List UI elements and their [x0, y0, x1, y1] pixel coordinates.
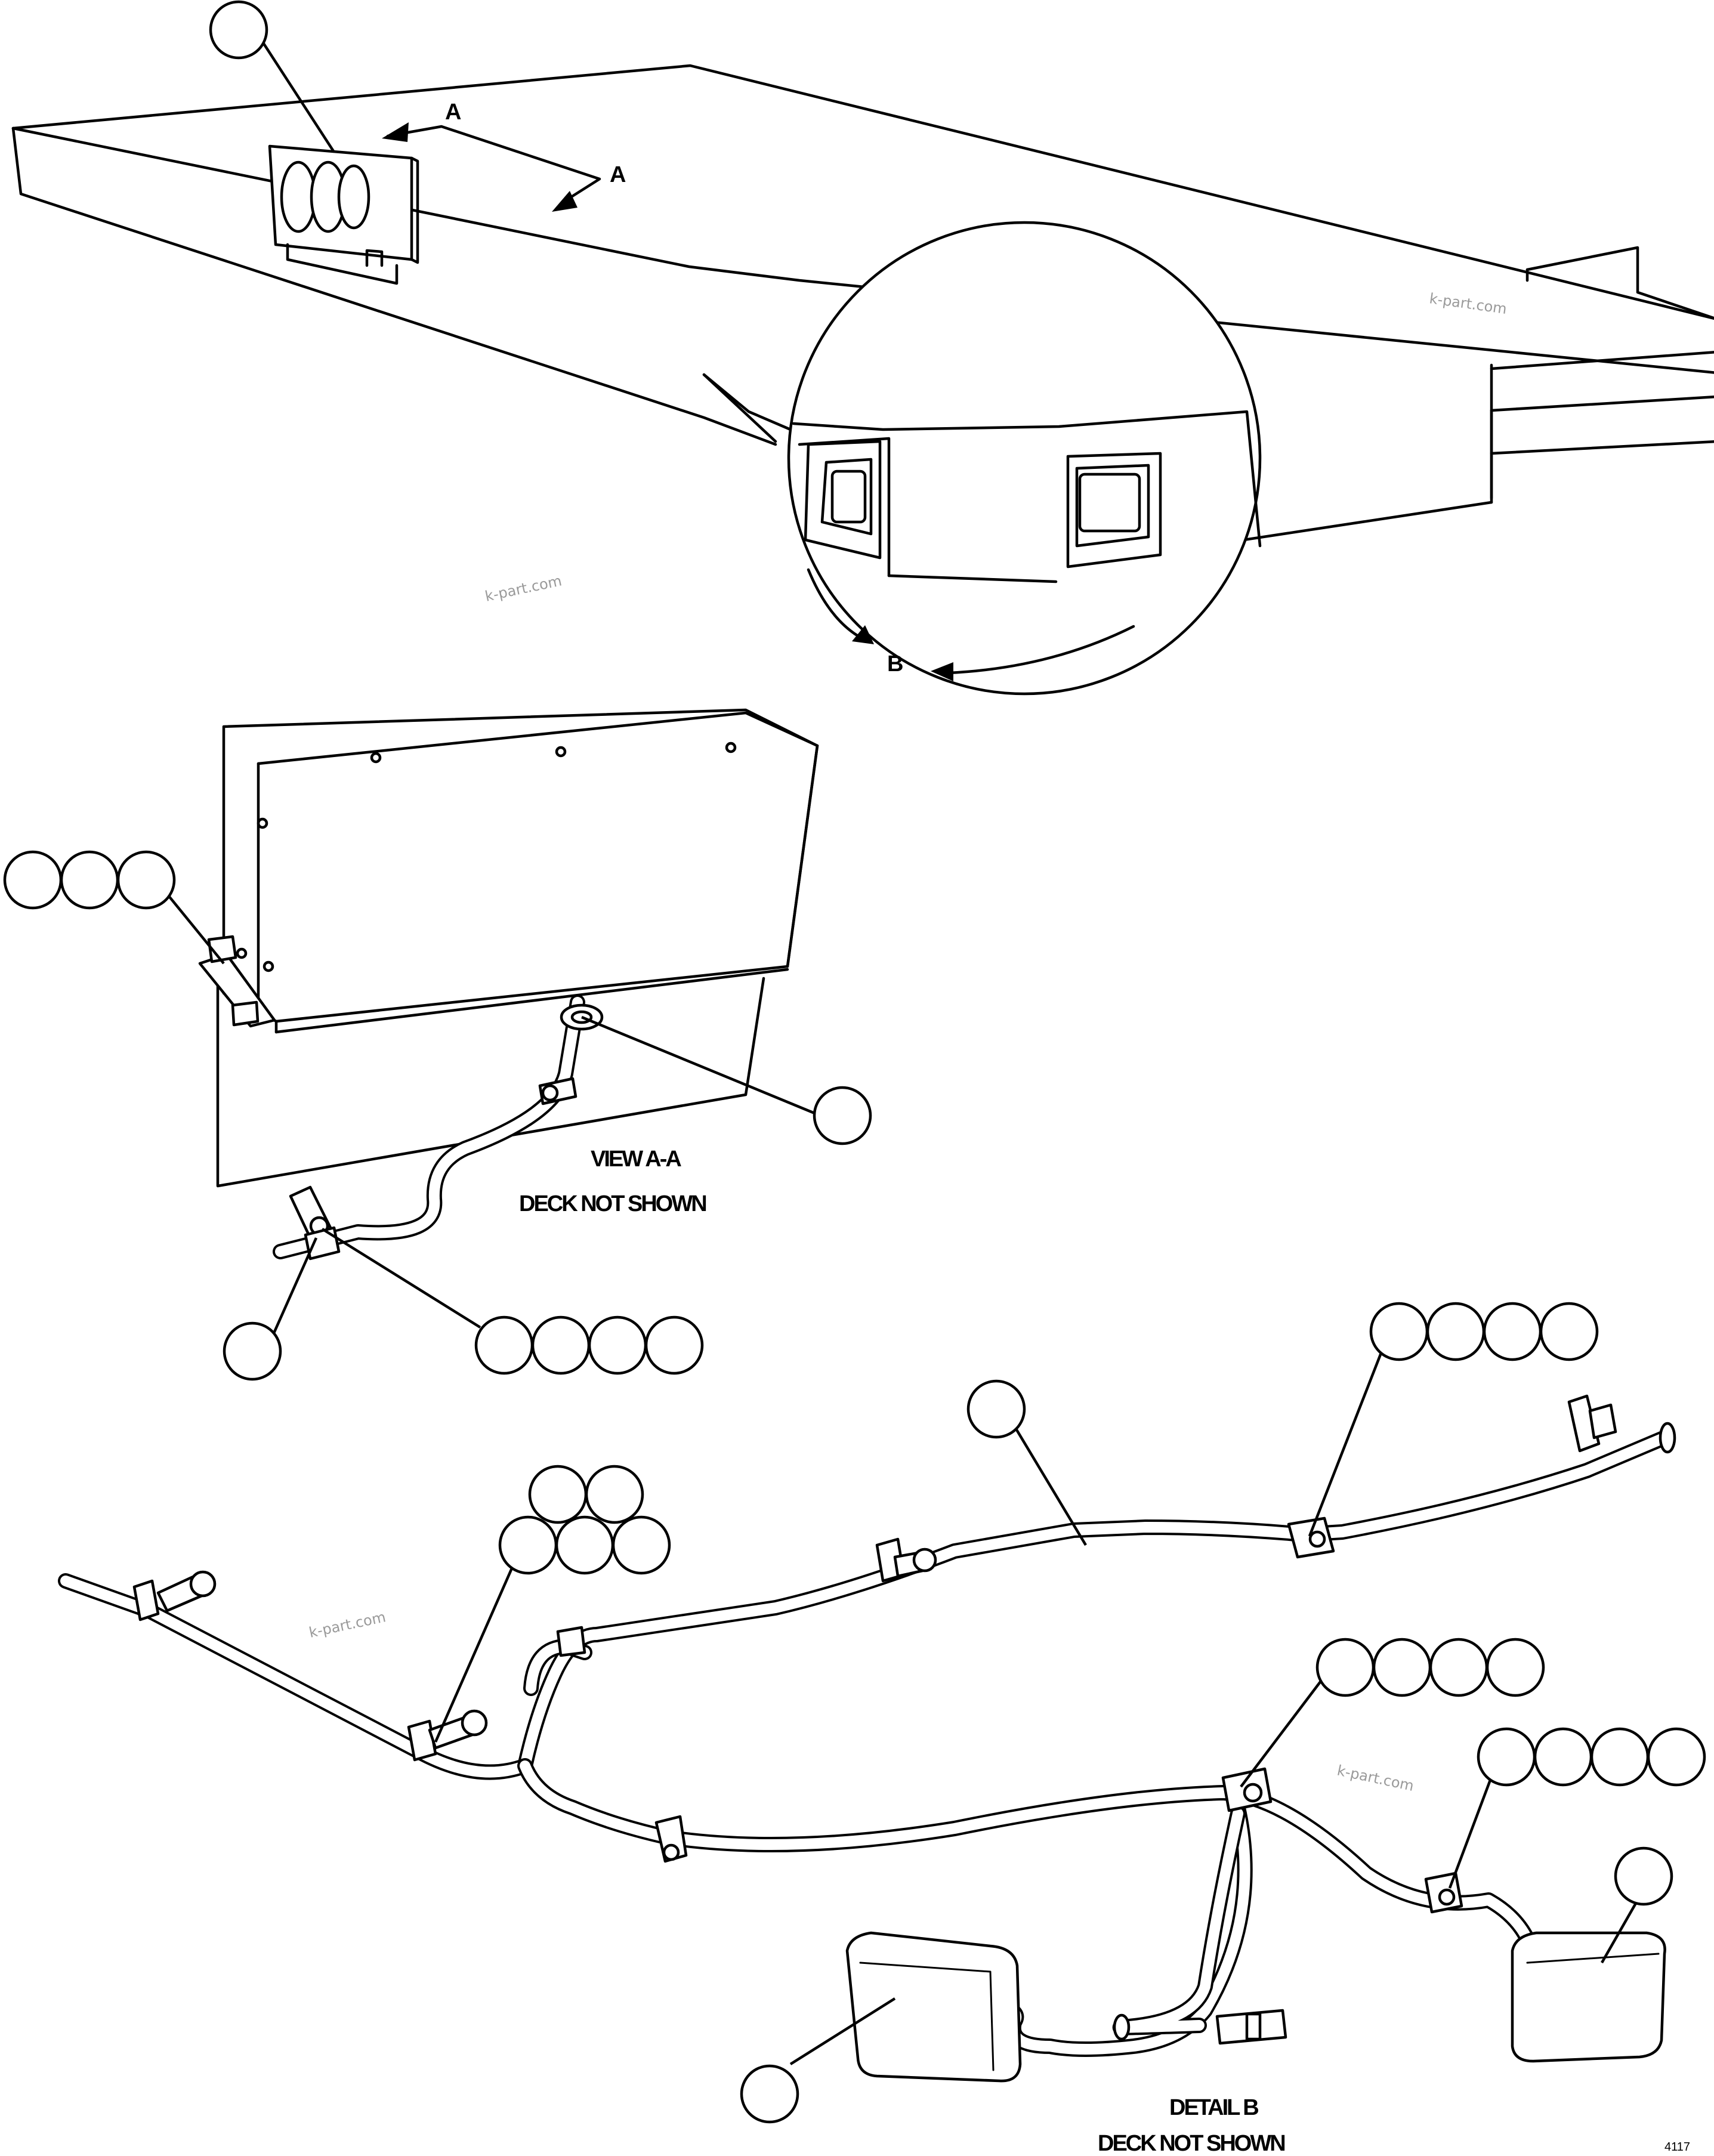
callout-balloon: [3, 850, 63, 910]
detail-b-label: B: [887, 651, 903, 677]
detail-b-title: DETAIL B: [1169, 2095, 1258, 2120]
callout-group-clamp-a: [474, 1315, 704, 1375]
callout-balloon: [528, 1465, 588, 1524]
callout-balloon: [1429, 1638, 1488, 1697]
callout-balloon: [1369, 1302, 1429, 1361]
watermark: k-part.com: [307, 1608, 387, 1641]
watermark: k-part.com: [1428, 290, 1508, 317]
view-a-label-1: A: [445, 100, 461, 125]
callout-balloon: [223, 1321, 282, 1381]
callout-balloon: [1483, 1302, 1542, 1361]
callout-balloon: [588, 1315, 647, 1375]
callout-balloon: [60, 850, 119, 910]
watermark: k-part.com: [483, 572, 563, 605]
view-aa-title: VIEW A-A: [591, 1147, 681, 1172]
work-light-right: [1511, 1931, 1666, 2063]
callout-balloon: [1590, 1727, 1650, 1787]
callout-balloon: [612, 1515, 671, 1575]
callout-balloon: [1614, 1846, 1673, 1906]
callout-balloon: [531, 1315, 591, 1375]
view-aa-note: DECK NOT SHOWN: [519, 1191, 706, 1216]
view-a-label-2: A: [610, 162, 626, 187]
callout-balloon: [209, 0, 268, 60]
callout-group-top: [209, 0, 268, 60]
callout-balloon: [116, 850, 176, 910]
callout-balloon: [740, 2064, 799, 2124]
view-aa-hose: [273, 994, 604, 1261]
view-aa-box: [198, 708, 819, 1188]
callout-group-hose-end: [223, 1321, 282, 1381]
callout-balloon: [474, 1315, 534, 1375]
callout-group-clamp-d: [1477, 1727, 1706, 1787]
callout-group-clamp-b: [1369, 1302, 1599, 1361]
callout-group-bracket: [3, 850, 176, 910]
watermark: k-part.com: [1336, 1762, 1416, 1794]
callout-balloon: [555, 1515, 614, 1575]
callout-balloon: [1477, 1727, 1536, 1787]
callout-group-left-light: [740, 2064, 799, 2124]
callout-balloon: [966, 1379, 1026, 1439]
callout-group-grommet: [813, 1086, 872, 1145]
detail-b-note: DECK NOT SHOWN: [1098, 2131, 1284, 2156]
callout-balloon: [1315, 1638, 1375, 1697]
work-light-left: [845, 1931, 1022, 2083]
callout-balloon: [585, 1465, 644, 1524]
callout-balloon: [1486, 1638, 1545, 1697]
callout-balloon: [1533, 1727, 1593, 1787]
callout-group-clamp-c: [1315, 1638, 1545, 1697]
callout-balloon: [813, 1086, 872, 1145]
callout-group-right-light: [1614, 1846, 1673, 1906]
callout-balloon: [1372, 1638, 1432, 1697]
callout-balloon: [644, 1315, 704, 1375]
callout-balloon: [498, 1515, 558, 1575]
harness-assembly: [58, 1394, 1676, 2057]
callout-balloon: [1647, 1727, 1706, 1787]
sheet-code: 4117: [1664, 2140, 1690, 2154]
detail-b-arrow-line: [807, 568, 864, 640]
callout-group-connector: [498, 1465, 671, 1575]
callout-balloon: [1539, 1302, 1599, 1361]
valve-box: [268, 144, 419, 285]
callout-balloon: [1426, 1302, 1486, 1361]
detail-b-callout-circle: [787, 221, 1262, 696]
callout-group-harness: [966, 1379, 1026, 1439]
